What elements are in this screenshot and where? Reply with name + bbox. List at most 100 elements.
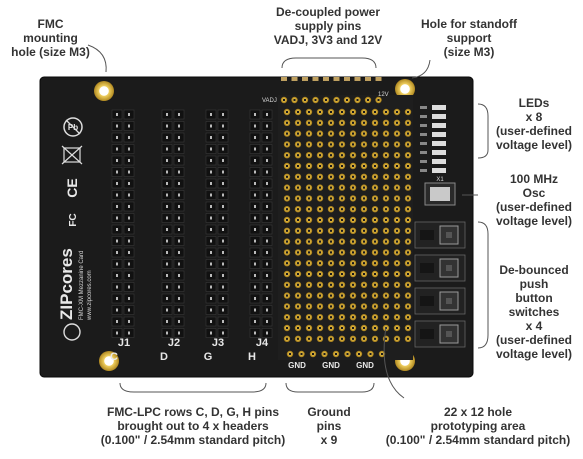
proto-hole [338,130,346,137]
proto-hole [360,108,368,116]
pin-tip [222,113,224,116]
proto-hole [371,335,379,342]
proto-hole [305,162,313,170]
pin-tip [166,251,168,254]
pin-tip [210,113,212,116]
pin-tip [222,136,224,139]
pin-tip [166,147,168,151]
pin-tip [128,159,130,162]
pin-tip [254,331,256,335]
proto-hole [327,162,335,170]
fmc-mounting-hole [94,81,114,101]
proto-hole [294,195,302,202]
proto-hole [305,216,313,224]
proto-area-line-1: 22 x 12 hole [443,405,513,419]
proto-hole [371,184,379,191]
osc-line-3: (user-defined [495,200,572,214]
v12-label: 12V [378,92,389,98]
proto-hole [305,281,313,288]
pin-tip [210,159,212,162]
proto-hole [371,281,379,288]
proto-hole [393,108,401,116]
ground-pin [367,350,374,358]
pin-tip [210,320,212,323]
ground-pin [378,350,386,358]
power-pin [301,96,309,104]
proto-hole [371,152,379,159]
proto-hole [294,238,302,245]
pin-tip [266,262,268,266]
pin-tip [116,136,118,139]
proto-hole [338,141,346,148]
proto-hole [283,162,291,170]
pin-tip [166,262,168,266]
proto-hole [338,270,346,278]
proto-hole [327,227,335,234]
mounting-hole-bottom-left [99,351,119,371]
resistor [420,133,427,136]
proto-hole [283,195,291,202]
power-pins-line-3: VADJ, 3V3 and 12V [273,33,383,47]
proto-hole [360,260,368,267]
pin-tip [178,216,180,220]
pin-tip [178,147,180,151]
proto-hole [393,324,401,332]
proto-hole [382,141,390,148]
pin-tip [210,205,212,208]
power-pins-label: De-coupled power supply pins VADJ, 3V3 a… [258,5,398,47]
proto-hole [294,184,302,191]
proto-hole [338,108,346,116]
header-j1: J1C [110,109,135,363]
proto-hole [360,292,368,299]
fmc-rows-line-1: FMC-LPC rows C, D, G, H pins [106,405,279,419]
led [432,114,446,119]
pin-tip [266,113,268,116]
proto-hole [283,324,291,332]
pin-tip [266,239,268,243]
proto-hole [404,281,412,288]
proto-hole [338,249,346,256]
pin-tip [222,331,224,335]
pin-tip [254,228,256,231]
proto-hole [294,173,302,180]
fmc-hole-label: FMC mounting hole (size M3) [3,17,98,59]
proto-hole [316,292,324,299]
leds-line-3: (user-defined [495,124,572,138]
proto-hole [382,314,390,321]
proto-hole [294,227,302,234]
pin-tip [254,308,256,312]
proto-hole [283,238,291,245]
proto-hole [371,216,379,224]
proto-hole [360,206,368,213]
proto-hole [404,314,412,321]
led [432,123,446,128]
proto-hole [283,108,291,116]
proto-hole [349,260,357,267]
pin-tip [116,320,118,323]
osc-line-1: 100 MHz [509,172,559,186]
proto-hole [393,216,401,224]
proto-hole [349,162,357,170]
proto-hole [371,162,379,170]
pin-tip [128,331,130,335]
proto-hole [294,152,302,159]
pin-tip [166,216,168,220]
proto-hole [393,184,401,191]
proto-hole [393,292,401,299]
pin-tip [128,274,130,277]
pin-tip [128,147,130,151]
pin-tip [254,170,256,174]
pin-tip [222,193,224,197]
proto-hole [382,184,390,191]
leds-line-2: x 8 [525,110,543,124]
proto-hole [283,141,291,148]
proto-hole [360,130,368,137]
proto-hole [338,335,346,342]
proto-hole [360,270,368,278]
pin-tip [178,193,180,197]
proto-hole [371,108,379,116]
proto-hole [283,270,291,278]
pin-tip [128,285,130,289]
led [432,159,446,164]
